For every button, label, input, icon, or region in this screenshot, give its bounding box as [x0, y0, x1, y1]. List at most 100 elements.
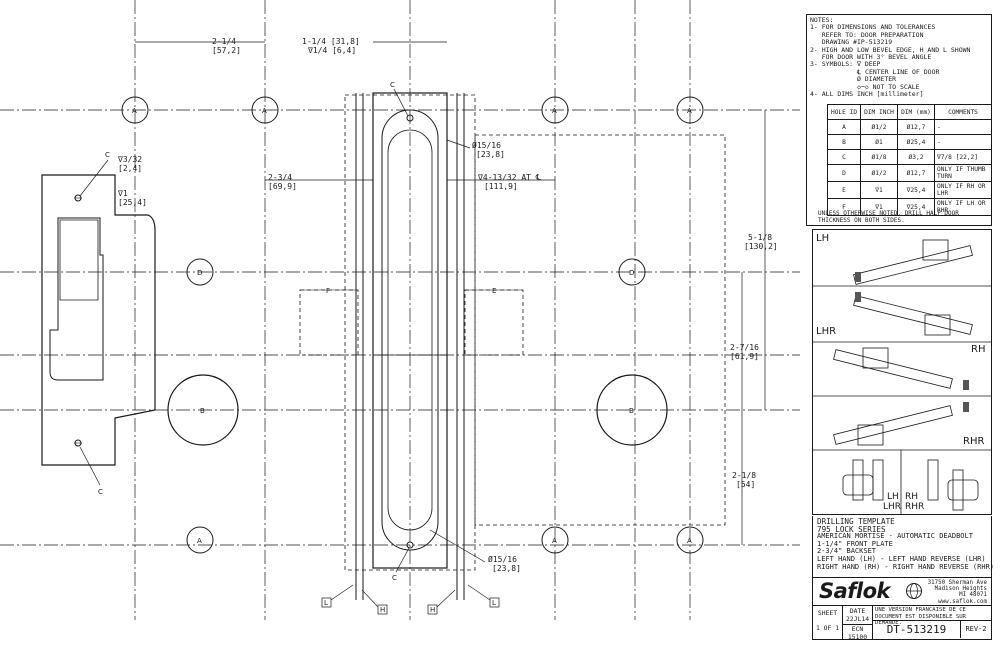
hole-table: HOLE ID DIM INCH DIM (mm) COMMENTS A Ø1/…	[826, 104, 992, 216]
desc-line: AMERICAN MORTISE - AUTOMATIC DEADBOLT	[817, 532, 973, 541]
saflok-logo: Saflok	[819, 579, 891, 603]
rhr-pair-label: RHR	[905, 502, 925, 512]
sheet-cell: SHEET 1 OF 1	[813, 606, 843, 639]
table-cell: D	[826, 164, 862, 182]
table-cell: ∇7/8 [22,2]	[934, 149, 992, 165]
lhr-pair-label: LHR	[883, 502, 902, 512]
column-header: DIM (mm)	[897, 104, 935, 120]
rh-pair-label: RH	[905, 492, 919, 502]
dimension-label: [130,2]	[744, 242, 778, 251]
hole-label: F	[326, 287, 330, 295]
dimension-label: [23,8]	[492, 564, 521, 573]
svg-text:H: H	[430, 606, 435, 614]
lock-body-outline	[474, 134, 726, 526]
hole-f-outline	[299, 289, 359, 356]
hole-e-outline	[464, 289, 524, 356]
table-cell: B	[826, 134, 862, 150]
column-header: COMMENTS	[934, 104, 992, 120]
hole-label: C	[392, 574, 397, 582]
desc-line: RIGHT HAND (RH) - RIGHT HAND REVERSE (RH…	[817, 562, 995, 571]
column-header: HOLE ID	[826, 104, 862, 120]
dimension-label: [25,4]	[118, 198, 147, 207]
date-label: DATE	[849, 607, 866, 615]
dimension-label: 2-7/16	[730, 343, 759, 352]
hole-label: A	[552, 537, 557, 545]
ecn-label: ECN	[843, 624, 872, 633]
dimension-label: [111,9]	[484, 182, 518, 191]
table-cell: ONLY IF LH OR RHR	[934, 198, 992, 216]
dimension-label: [23,8]	[476, 150, 505, 159]
title-block-info: SHEET 1 OF 1 DATE 22JL14 ECN 15100 UNE V…	[812, 606, 992, 641]
table-cell: ONLY IF RH OR LHR	[934, 181, 992, 199]
table-row: D Ø1/2 Ø12,7 ONLY IF THUMB TURN	[826, 164, 992, 182]
address-line: 31750 Sherman Ave	[927, 580, 987, 586]
svg-text:L: L	[492, 599, 496, 607]
desc-line: 1-1/4" FRONT PLATE	[817, 539, 893, 548]
dimension-label: 2-1/8	[732, 471, 756, 480]
globe-icon	[906, 583, 922, 599]
hole-a	[121, 96, 704, 554]
dimension-label: 5-1/8	[748, 233, 772, 242]
hole-label: A	[262, 107, 267, 115]
date-cell: DATE 22JL14 ECN 15100	[843, 606, 873, 641]
template-series: 795 LOCK SERIES	[817, 524, 886, 534]
table-row: B Ø1 Ø25,4 -	[826, 134, 992, 150]
column-header: DIM INCH	[860, 104, 898, 120]
lh-pair-label: LH	[887, 492, 899, 502]
hole-table-footnote: UNLESS OTHERWISE NOTED, DRILL HALF DOOR …	[818, 210, 959, 224]
svg-text:H: H	[380, 606, 385, 614]
hole-label: D	[197, 269, 202, 277]
table-row: E ∇1 ∇25,4 ONLY IF RH OR LHR	[826, 181, 992, 199]
hole-label: C	[98, 488, 103, 496]
lock-set-icon	[842, 459, 979, 511]
table-cell: C	[826, 149, 862, 165]
desc-line: 2-3/4" BACKSET	[817, 547, 877, 556]
table-cell: ∇1	[860, 181, 898, 199]
bevel-markers: L H H L	[321, 584, 500, 615]
sheet-label: SHEET	[817, 609, 838, 617]
hole-label: B	[629, 407, 634, 415]
lhr-label: LHR	[816, 326, 837, 337]
dimension-label: 2-1/4	[212, 37, 236, 46]
rh-label: RH	[971, 344, 986, 355]
note-line: Ø DIAMETER	[810, 75, 897, 84]
table-cell: Ø1/2	[860, 119, 898, 135]
address-line: www.saflok.com	[938, 598, 987, 605]
table-cell: Ø1	[860, 134, 898, 150]
date-value: 22JL14	[845, 615, 870, 623]
hole-label: A	[687, 107, 692, 115]
note-line: 1- FOR DIMENSIONS AND TOLERANCES	[810, 23, 936, 32]
hole-label: A	[687, 537, 692, 545]
dimension-label: ∇3/32	[117, 155, 142, 164]
drawing-number: DT-513219	[873, 621, 961, 638]
dimension-label: Ø15/16	[488, 554, 517, 564]
faceplate-mortise	[344, 92, 476, 600]
dimension-label: ∇1/4 [6,4]	[307, 46, 356, 55]
table-cell: A	[826, 119, 862, 135]
table-cell: Ø12,7	[897, 164, 935, 182]
dimension-label: 1-1/4 [31,8]	[302, 37, 360, 46]
dimension-label: Ø15/16	[472, 140, 501, 150]
hole-label: E	[492, 287, 496, 295]
table-cell: Ø1/8	[860, 149, 898, 165]
table-cell: -	[934, 119, 992, 135]
handing-diagrams: LH LHR RH RHR LH LHR RH RHR	[812, 229, 992, 515]
note-line: 2- HIGH AND LOW BEVEL EDGE, H AND L SHOW…	[810, 45, 971, 54]
table-cell: ∇25,4	[897, 181, 935, 199]
table-cell: Ø3,2	[897, 149, 935, 165]
table-row: F ∇1 ∇25,4 ONLY IF LH OR RHR	[826, 198, 992, 216]
french-note: UNE VERSION FRANCAISE DE CE DOCUMENT EST…	[873, 606, 991, 626]
sheet-value: 1 OF 1	[815, 624, 840, 632]
dimension-label: ∇1	[117, 189, 128, 198]
table-cell: Ø25,4	[897, 134, 935, 150]
note-line: ◇─◇ NOT TO SCALE	[810, 82, 920, 91]
dimension-label: [2,4]	[118, 164, 142, 173]
hole-label: D	[629, 269, 634, 277]
lh-label: LH	[816, 233, 830, 244]
table-cell: -	[934, 134, 992, 150]
hole-b	[167, 374, 668, 446]
logo-block: Saflok 31750 Sherman Ave Madison Heights…	[812, 578, 992, 606]
table-cell: Ø12,7	[897, 119, 935, 135]
note-line: REFER TO: DOOR PREPARATION	[810, 30, 924, 39]
